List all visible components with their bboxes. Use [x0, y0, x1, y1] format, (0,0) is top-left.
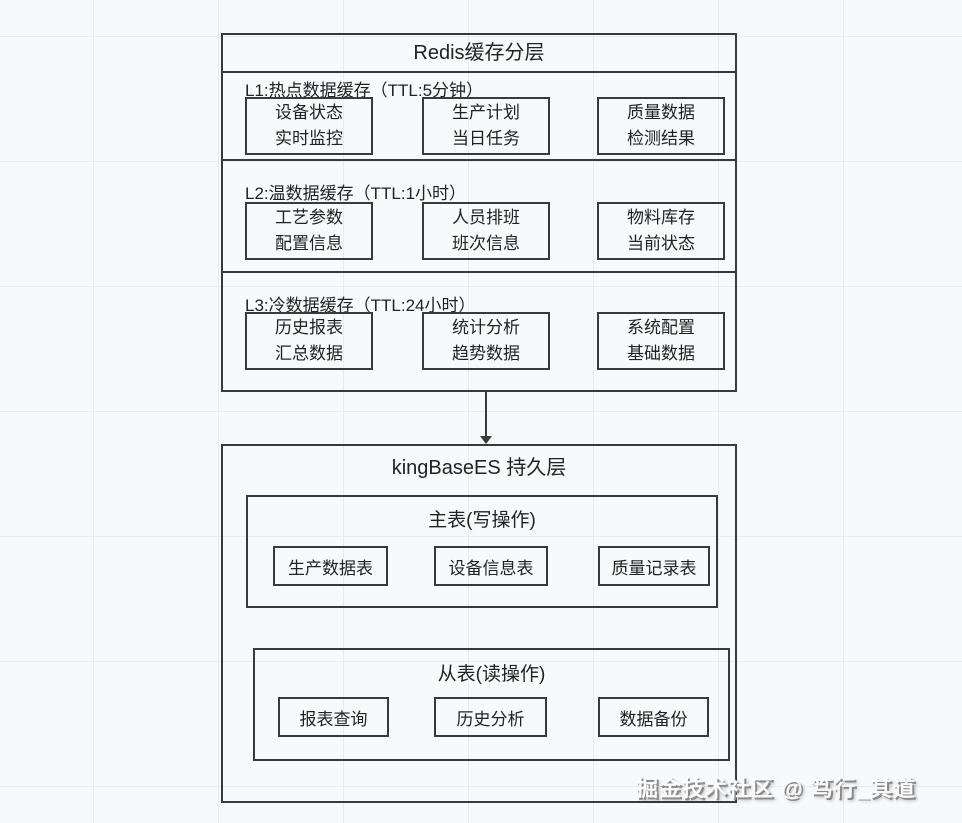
- cache-item-line: 设备状态: [275, 103, 343, 122]
- cache-item-line: 工艺参数: [275, 208, 343, 227]
- redis-cache-panel: Redis缓存分层 L1:热点数据缓存（TTL:5分钟） 设备状态 实时监控 生…: [221, 33, 737, 392]
- cache-item-box: 工艺参数 配置信息: [245, 202, 373, 260]
- table-item-label: 生产数据表: [288, 558, 373, 578]
- cache-item-line: 检测结果: [627, 129, 695, 148]
- cache-item-line: 历史报表: [275, 318, 343, 337]
- table-item-box: 生产数据表: [273, 546, 388, 586]
- cache-item-line: 人员排班: [452, 208, 520, 227]
- table-item-box: 报表查询: [278, 697, 389, 737]
- cache-item-line: 班次信息: [452, 234, 520, 253]
- cache-item-box: 系统配置 基础数据: [597, 312, 725, 370]
- table-item-label: 数据备份: [619, 709, 688, 729]
- cache-item-box: 人员排班 班次信息: [422, 202, 550, 260]
- master-group-label: 主表(写操作): [428, 510, 536, 531]
- cache-item-box: 物料库存 当前状态: [597, 202, 725, 260]
- table-item-box: 历史分析: [434, 697, 547, 737]
- cache-item-line: 生产计划: [452, 103, 520, 122]
- cache-layer-l3-label: L3:冷数据缓存（TTL:24小时）: [245, 296, 476, 315]
- table-item-label: 质量记录表: [611, 558, 697, 578]
- table-item-box: 质量记录表: [598, 546, 710, 586]
- redis-panel-title: Redis缓存分层: [223, 35, 735, 73]
- watermark: 掘金技术社区 @ 笃行_其道: [636, 776, 916, 801]
- arrow-down-icon: [480, 436, 492, 444]
- cache-item-line: 系统配置: [627, 318, 695, 337]
- cache-layer-l1-label: L1:热点数据缓存（TTL:5分钟）: [245, 81, 484, 100]
- cache-layer-l2: L2:温数据缓存（TTL:1小时） 工艺参数 配置信息 人员排班 班次信息 物料…: [223, 161, 735, 273]
- cache-item-box: 统计分析 趋势数据: [422, 312, 550, 370]
- slave-table-group: 从表(读操作) 报表查询 历史分析 数据备份: [253, 648, 730, 761]
- table-item-box: 设备信息表: [434, 546, 548, 586]
- table-item-label: 设备信息表: [448, 558, 534, 578]
- cache-item-line: 物料库存: [627, 208, 695, 227]
- cache-item-line: 基础数据: [627, 344, 695, 363]
- cache-item-line: 当前状态: [627, 234, 695, 253]
- table-item-label: 报表查询: [299, 709, 368, 729]
- kingbase-panel: kingBaseES 持久层 主表(写操作) 生产数据表 设备信息表 质量记录表…: [221, 444, 737, 803]
- cache-item-box: 生产计划 当日任务: [422, 97, 550, 155]
- slave-group-label: 从表(读操作): [437, 664, 546, 685]
- cache-layer-l2-label: L2:温数据缓存（TTL:1小时）: [245, 184, 467, 203]
- cache-item-line: 当日任务: [452, 129, 520, 148]
- cache-item-box: 设备状态 实时监控: [245, 97, 373, 155]
- table-item-box: 数据备份: [598, 697, 709, 737]
- cache-item-line: 实时监控: [275, 129, 343, 148]
- cache-item-line: 质量数据: [627, 103, 695, 122]
- cache-layer-l1: L1:热点数据缓存（TTL:5分钟） 设备状态 实时监控 生产计划 当日任务 质…: [223, 73, 735, 161]
- cache-item-box: 质量数据 检测结果: [597, 97, 725, 155]
- table-item-label: 历史分析: [456, 709, 525, 729]
- cache-item-box: 历史报表 汇总数据: [245, 312, 373, 370]
- kingbase-panel-title: kingBaseES 持久层: [391, 457, 567, 479]
- cache-item-line: 配置信息: [275, 234, 343, 253]
- cache-layer-l3: L3:冷数据缓存（TTL:24小时） 历史报表 汇总数据 统计分析 趋势数据 系…: [223, 273, 735, 390]
- cache-item-line: 统计分析: [452, 318, 520, 337]
- cache-item-line: 趋势数据: [452, 344, 520, 363]
- master-table-group: 主表(写操作) 生产数据表 设备信息表 质量记录表: [246, 495, 718, 608]
- flow-arrow-line: [485, 392, 487, 438]
- cache-item-line: 汇总数据: [275, 344, 343, 363]
